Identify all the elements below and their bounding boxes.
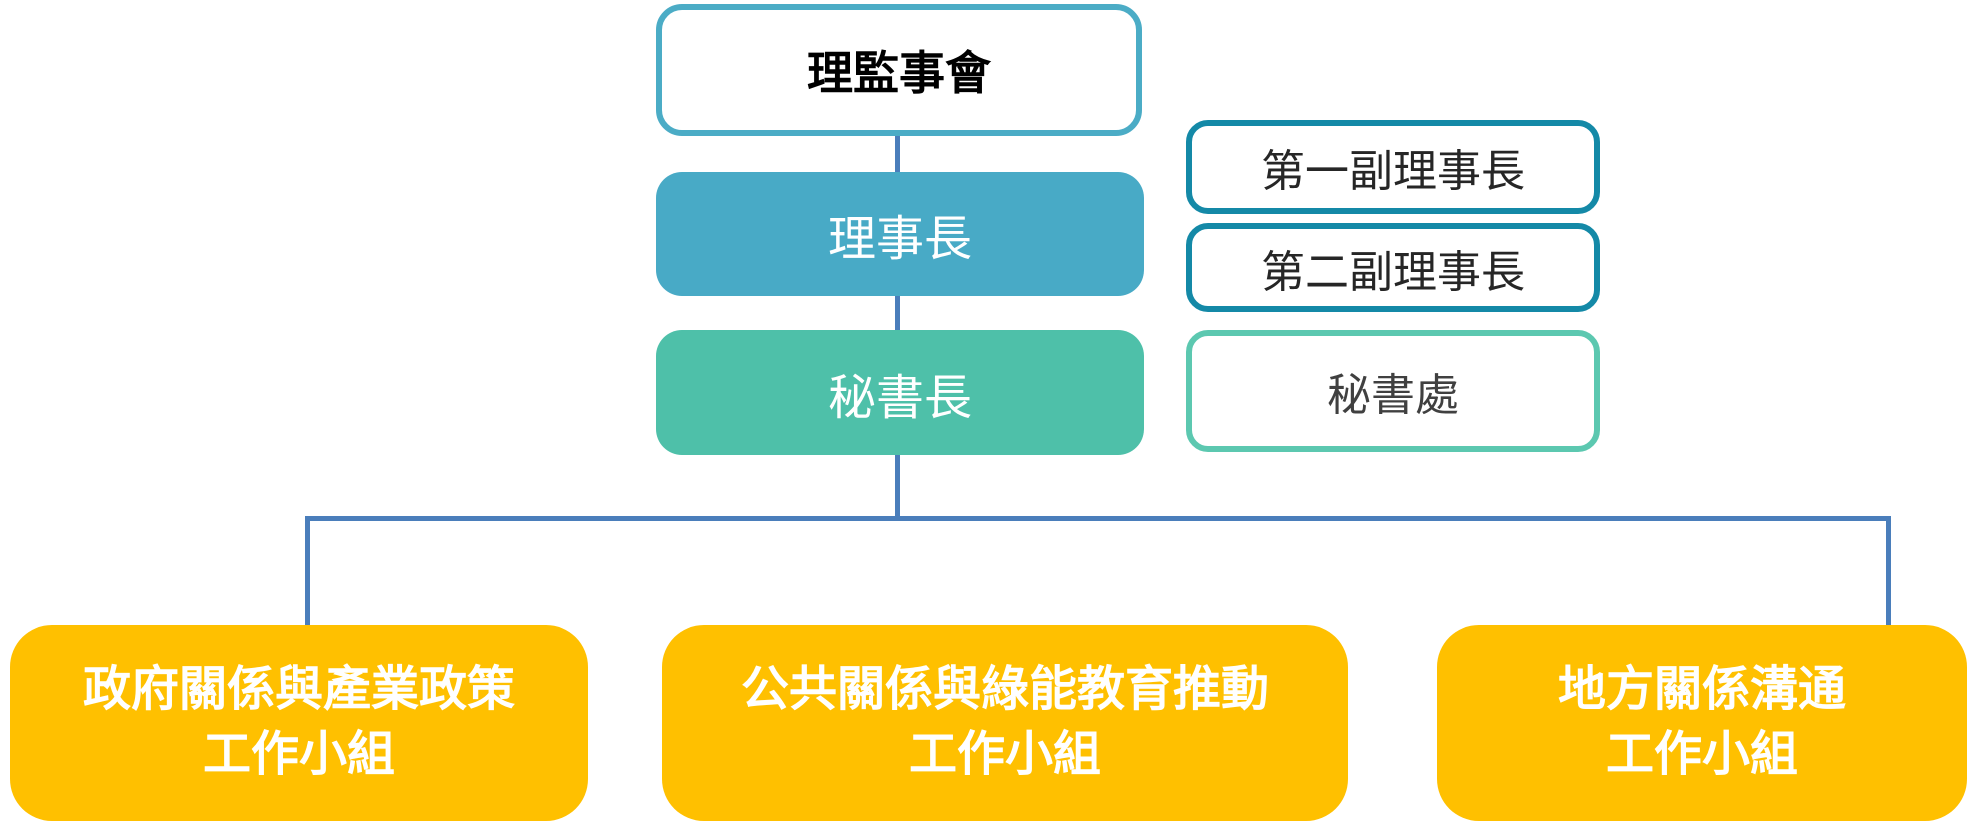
connector-board-chairman [895, 134, 900, 174]
working-group-line1: 公共關係與綠能教育推動 [740, 663, 1269, 717]
org-box-board-label: 理監事會 [807, 47, 991, 99]
org-box-chairman-label: 理事長 [827, 213, 972, 266]
org-box-working-group-public-relations: 公共關係與綠能教育推動 工作小組 [662, 625, 1348, 821]
org-box-board: 理監事會 [656, 4, 1142, 136]
org-box-first-vice-chairman-label: 第一副理事長 [1261, 147, 1525, 196]
working-group-line2: 工作小組 [202, 728, 395, 781]
org-box-secretariat: 秘書處 [1186, 330, 1600, 452]
org-box-secretariat-label: 秘書處 [1327, 371, 1459, 420]
org-box-secretary-general-label: 秘書長 [827, 371, 972, 425]
org-box-first-vice-chairman: 第一副理事長 [1186, 120, 1600, 214]
connector-secretary-general-rail [895, 453, 900, 518]
working-group-line1: 政府關係與產業政策 [82, 663, 515, 717]
org-box-second-vice-chairman: 第二副理事長 [1186, 223, 1600, 312]
org-box-chairman: 理事長 [656, 172, 1144, 296]
org-box-second-vice-chairman-label: 第二副理事長 [1261, 247, 1525, 297]
connector-chairman-secretary-general [895, 294, 900, 332]
connector-drop-right-group [1886, 516, 1891, 628]
connector-horizontal-rail [305, 516, 1891, 521]
working-group-line2: 工作小組 [908, 728, 1101, 781]
org-box-working-group-government-relations: 政府關係與產業政策 工作小組 [10, 625, 588, 821]
working-group-line2: 工作小組 [1605, 728, 1798, 781]
org-box-secretary-general: 秘書長 [656, 330, 1144, 455]
working-group-line1: 地方關係溝通 [1557, 663, 1846, 717]
org-box-working-group-local-relations: 地方關係溝通 工作小組 [1437, 625, 1967, 821]
connector-drop-left-group [305, 516, 310, 628]
